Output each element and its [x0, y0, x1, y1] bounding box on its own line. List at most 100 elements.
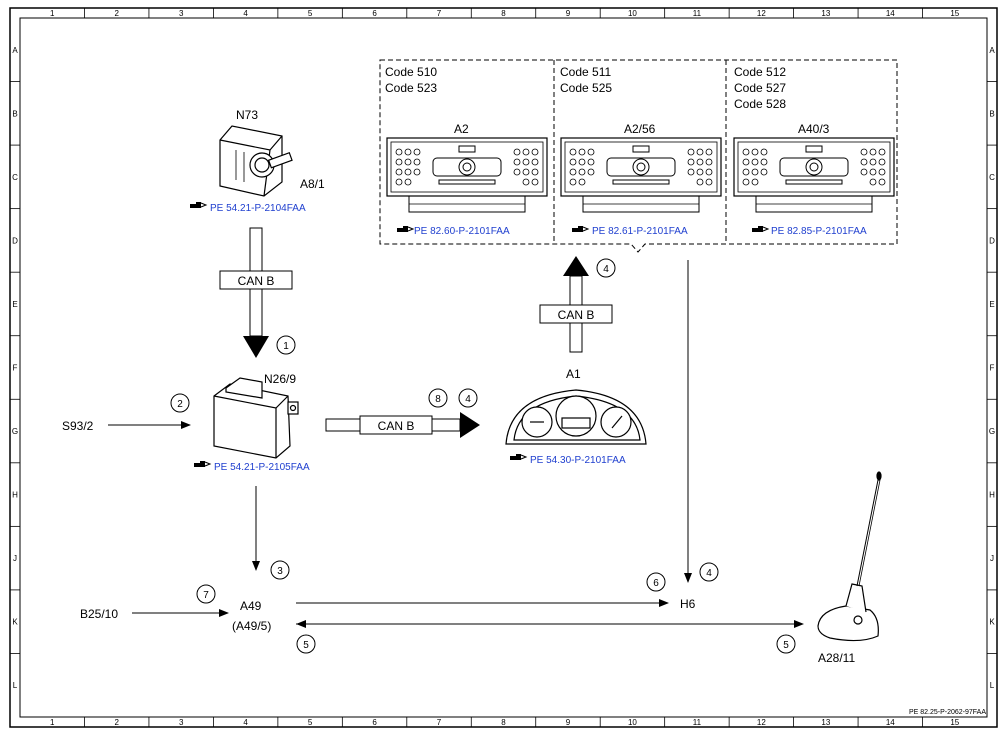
n26-9-label: N26/9 [264, 372, 296, 386]
a2-code-2: Code 523 [385, 81, 437, 95]
a2-label: A2 [454, 122, 469, 136]
grid-column-top-11: 11 [693, 9, 702, 18]
n73-ref-icon [189, 201, 207, 209]
n26-9-ref-icon [193, 460, 211, 468]
a1-label: A1 [566, 367, 581, 381]
grid-row-left-K: K [12, 618, 18, 627]
grid-row-right-K: K [989, 618, 995, 627]
marker-4a-label: 4 [603, 264, 609, 275]
grid-row-left-B: B [12, 109, 17, 118]
grid-column-top-13: 13 [821, 9, 830, 18]
grid-row-left-A: A [12, 46, 18, 55]
grid-column-bottom-8: 8 [501, 718, 506, 727]
grid-row-right-B: B [989, 109, 994, 118]
s93-2-label: S93/2 [62, 419, 94, 433]
a1-ref-link[interactable]: PE 54.30-P-2101FAA [530, 455, 626, 466]
a40-3-code-3: Code 528 [734, 97, 786, 111]
grid-row-right-D: D [989, 236, 995, 245]
grid-row-left-H: H [12, 491, 18, 500]
grid-row-left-L: L [13, 681, 18, 690]
grid-row-left-C: C [12, 173, 18, 182]
frame [9, 7, 998, 728]
grid-column-top-14: 14 [886, 9, 895, 18]
grid-column-top-12: 12 [757, 9, 766, 18]
marker-4c [699, 562, 719, 582]
a28-11-antenna-image [817, 471, 882, 642]
grid-row-left-F: F [13, 364, 18, 373]
grid-column-bottom-14: 14 [886, 718, 895, 727]
grid-row-right-C: C [989, 173, 995, 182]
marker-5b-label: 5 [783, 640, 789, 651]
a2-ref-link[interactable]: PE 82.60-P-2101FAA [414, 226, 510, 237]
grid-column-labels: 1122334455667788991010111112121313141415… [50, 8, 960, 727]
a40-3-label: A40/3 [798, 122, 830, 136]
grid-column-top-7: 7 [437, 9, 442, 18]
b25-10-label: B25/10 [80, 607, 118, 621]
grid-row-left-G: G [12, 427, 18, 436]
a2-code-1: Code 510 [385, 65, 437, 79]
a2-radio-image [386, 137, 548, 213]
h6-label: H6 [680, 597, 696, 611]
grid-column-bottom-10: 10 [628, 718, 637, 727]
radio-options-box [379, 59, 898, 253]
grid-row-right-G: G [989, 427, 995, 436]
n73-label: N73 [236, 108, 258, 122]
grid-row-left-E: E [12, 300, 17, 309]
a2-56-radio-image [560, 137, 722, 213]
a2-56-ref-icon [571, 225, 589, 233]
marker-5b [776, 634, 796, 654]
a2-56-label: A2/56 [624, 122, 656, 136]
grid-row-right-F: F [990, 364, 995, 373]
grid-column-top-4: 4 [243, 9, 248, 18]
marker-4b-label: 4 [465, 394, 471, 405]
a40-3-ref-link[interactable]: PE 82.85-P-2101FAA [771, 226, 867, 237]
grid-column-bottom-1: 1 [50, 718, 55, 727]
grid-column-bottom-2: 2 [114, 718, 119, 727]
can-b-left-label: CAN B [238, 274, 275, 288]
marker-4b [458, 388, 478, 408]
n26-9-ref-link[interactable]: PE 54.21-P-2105FAA [214, 462, 310, 473]
grid-column-top-2: 2 [114, 9, 119, 18]
marker-8-label: 8 [435, 394, 441, 405]
grid-column-bottom-12: 12 [757, 718, 766, 727]
marker-6-label: 6 [653, 578, 659, 589]
a28-11-label: A28/11 [818, 651, 855, 665]
marker-3-label: 3 [277, 566, 283, 577]
grid-column-bottom-6: 6 [372, 718, 377, 727]
a2-56-ref-link[interactable]: PE 82.61-P-2101FAA [592, 226, 688, 237]
grid-column-top-9: 9 [566, 9, 571, 18]
marker-4a [596, 258, 616, 278]
n73-sub-label: A8/1 [300, 177, 325, 191]
a40-3-radio-image [733, 137, 895, 213]
grid-column-bottom-3: 3 [179, 718, 184, 727]
a1-ref-icon [509, 453, 527, 461]
n73-ref-link[interactable]: PE 54.21-P-2104FAA [210, 203, 306, 214]
a49-label: A49 [240, 599, 262, 613]
grid-column-top-6: 6 [372, 9, 377, 18]
marker-8 [428, 388, 448, 408]
can-b-right-arrow [539, 256, 613, 353]
grid-row-right-A: A [989, 46, 995, 55]
marker-2-label: 2 [177, 399, 183, 410]
marker-5a-label: 5 [303, 640, 309, 651]
grid-column-top-8: 8 [501, 9, 506, 18]
grid-column-top-3: 3 [179, 9, 184, 18]
grid-row-left-D: D [12, 236, 18, 245]
marker-6 [646, 572, 666, 592]
grid-column-top-10: 10 [628, 9, 637, 18]
n26-9-module-image [213, 377, 299, 459]
a2-56-code-2: Code 525 [560, 81, 612, 95]
marker-1-label: 1 [283, 341, 289, 352]
marker-4c-label: 4 [706, 568, 712, 579]
a2-ref-icon [396, 225, 414, 233]
marker-5a [296, 634, 316, 654]
marker-1 [276, 335, 296, 355]
grid-column-bottom-13: 13 [821, 718, 830, 727]
grid-column-bottom-5: 5 [308, 718, 313, 727]
grid-row-right-J: J [990, 554, 994, 563]
grid-row-right-E: E [989, 300, 994, 309]
a40-3-ref-icon [751, 225, 769, 233]
a1-cluster-image [505, 389, 647, 445]
